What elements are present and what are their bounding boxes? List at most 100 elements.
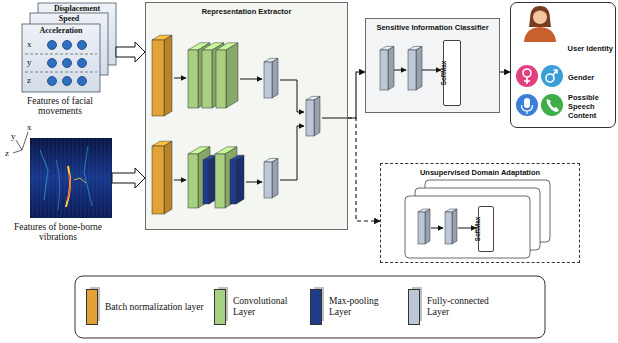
conv-layer: [215, 147, 237, 208]
spectrogram: [30, 138, 112, 218]
feature-dot: [78, 41, 87, 50]
batchnorm-layer: [152, 141, 172, 214]
fc-layer: [272, 158, 278, 198]
axis-label: y: [27, 57, 32, 67]
axis-label: x: [27, 39, 32, 49]
legend-swatch: [310, 289, 322, 325]
text-slot: Acceleration: [22, 26, 100, 35]
speech-icon: [524, 98, 530, 108]
legend-swatch: [408, 289, 420, 325]
internal-arrow: [174, 180, 186, 181]
internal-arrow: [246, 182, 262, 183]
internal-arrow: [280, 126, 304, 180]
conv-layer: [225, 147, 237, 208]
connector-arrow: [348, 118, 380, 221]
gender-icon: [516, 65, 538, 87]
region-fill: [145, 2, 348, 230]
legend-box: [75, 276, 545, 338]
conv-layer: [188, 154, 198, 208]
label-slot: z: [27, 75, 31, 85]
speech-icon: [547, 99, 560, 112]
feature-panel: [22, 3, 116, 92]
region-fill: [365, 18, 500, 113]
spectrogram: [66, 166, 70, 207]
label-slot: x: [27, 122, 32, 132]
legend-swatch: [86, 289, 98, 325]
person-icon: [529, 6, 551, 27]
maxpool-layer: [236, 155, 244, 204]
text-slot: Features of bone-borne vibrations: [13, 222, 103, 242]
speech-icon: [516, 94, 563, 116]
speech-icon: [526, 111, 527, 114]
conv-layer: [188, 50, 198, 108]
legend-slot: Batch normalization layer: [105, 289, 205, 325]
softmax-box: SoftMax: [478, 206, 494, 252]
spectrogram: [84, 146, 92, 206]
legend-slot: Convolutional Layer: [233, 289, 299, 325]
softmax-box: SoftMax: [443, 40, 461, 106]
separator-line: [25, 54, 97, 55]
fc-layer: [425, 209, 430, 244]
label-slot: y: [11, 131, 16, 141]
conv-layer: [216, 43, 238, 108]
conv-layer: [188, 147, 210, 208]
axis-lines: [16, 140, 22, 150]
legend-text: Convolutional Layer: [233, 296, 299, 318]
maxpool-layer: [230, 160, 236, 204]
gender-icon: [541, 65, 563, 87]
node-text: Sensitive Information Classifier: [376, 23, 488, 32]
fc-layer: [408, 46, 422, 90]
gender-icon: [524, 80, 530, 82]
maxpool-layer: [203, 160, 209, 204]
spectrogram: [56, 160, 60, 210]
fc-layer: [306, 96, 320, 136]
spectrogram: [40, 150, 48, 200]
legend-entry: Max-pooling Layer: [310, 289, 388, 327]
conv-layer: [202, 50, 212, 108]
separator-line: [25, 72, 97, 73]
fc-layer: [408, 50, 416, 90]
adaptation-box: Unsupervised Domain AdaptationSoftMax: [380, 163, 580, 263]
speech-icon: [541, 94, 563, 116]
node-text: Acceleration: [39, 26, 82, 35]
axis-label: x: [27, 122, 32, 132]
fc-layer: [380, 46, 394, 90]
fc-layer: [418, 209, 430, 244]
legend-entry: Fully-connected Layer: [408, 289, 504, 327]
label-slot: Features of facial movements: [10, 96, 110, 116]
text-slot: Unsupervised Domain Adaptation: [381, 168, 579, 177]
node-text: Speed: [59, 14, 79, 23]
node-text: User Identity: [568, 44, 613, 53]
fc-layer: [306, 100, 314, 136]
text-slot: User Identity: [557, 44, 613, 53]
feature-dot: [63, 41, 72, 50]
feature-dot: [78, 59, 87, 68]
fc-layer: [452, 209, 457, 244]
spectrogram-node: Features of bone-borne vibrations: [5, 138, 112, 248]
internal-arrow: [280, 80, 304, 112]
batchnorm-layer: [152, 40, 164, 116]
speech-icon: [522, 105, 533, 111]
spectrogram: [67, 174, 70, 200]
legend-text: Max-pooling Layer: [329, 296, 387, 318]
fc-layer: [445, 209, 457, 244]
person-icon: [533, 10, 547, 14]
axis-label: z: [5, 148, 9, 158]
block-arrow: [112, 168, 145, 188]
feature-dot: [48, 77, 57, 86]
fc-layer: [264, 62, 272, 98]
fc-layer: [314, 96, 320, 136]
uda-frame: [405, 196, 530, 258]
batchnorm-layer: [164, 141, 172, 214]
text-slot: Representation Extractor: [146, 7, 347, 16]
text-slot: Possible Speech Content: [568, 93, 614, 120]
label-slot: z: [5, 148, 9, 158]
node-text: Gender: [568, 73, 594, 82]
batchnorm-layer: [164, 35, 172, 116]
person-icon: [524, 27, 556, 42]
batchnorm-layer: [152, 35, 172, 116]
legend-entry: Batch normalization layer: [86, 289, 206, 327]
axis-lines: [22, 132, 28, 150]
connector-arrow: [500, 71, 510, 72]
